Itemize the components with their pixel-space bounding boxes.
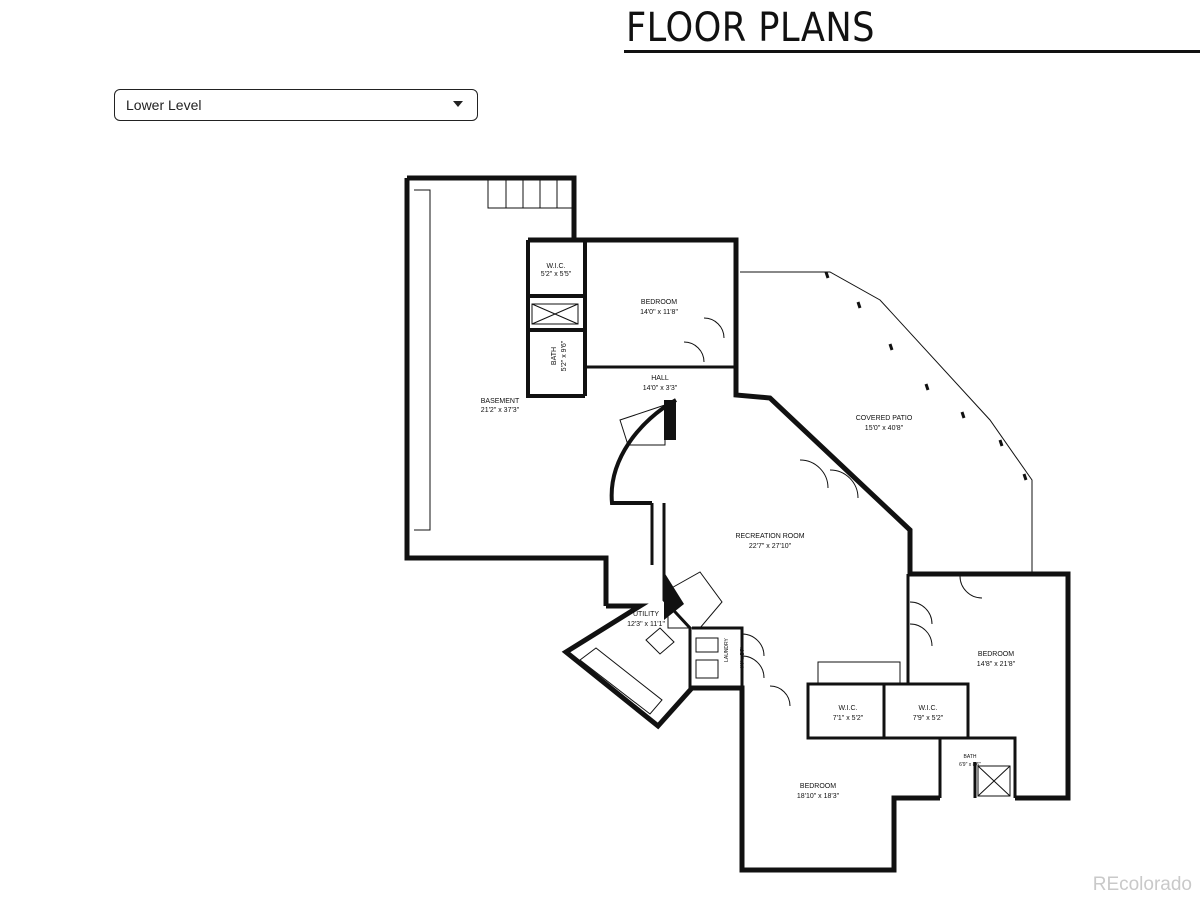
hall-label: HALL [651,375,669,382]
utility-label: UTILITY [633,611,659,618]
basement-label: BASEMENT [481,398,520,405]
bedroom-size: 18'10" x 18'3" [797,793,840,800]
wic-size: 5'2" x 5'5" [541,271,572,278]
basement-walls [404,175,609,606]
wic-size: 7'1" x 5'2" [833,715,864,722]
page-title: FLOOR PLANS [626,5,875,51]
wic-label: W.I.C. [918,705,937,712]
bedroom-label: BEDROOM [641,299,677,306]
basement-size: 21'2" x 37'3" [481,407,520,414]
covered-patio-size: 15'0" x 40'8" [865,425,904,432]
covered-patio-label: COVERED PATIO [856,415,913,422]
title-underline [624,50,1200,53]
bath-label: BATH [551,347,558,365]
wic-size: 7'9" x 5'2" [913,715,944,722]
bath-label: BATH [964,754,977,760]
closet-walls [526,240,587,398]
utility-walls [561,603,940,873]
bedroom-size: 14'0" x 11'8" [640,309,678,316]
recreation-room-label: RECREATION ROOM [735,533,804,540]
bedroom-label: BEDROOM [800,783,836,790]
utility-size: 12'3" x 11'1" [627,621,665,628]
bedroom-size: 14'8" x 21'8" [977,661,1016,668]
laundry-label: LAUNDRY [724,637,730,661]
hall-size: 14'0" x 3'3" [643,385,678,392]
wic-label: W.I.C. [838,705,857,712]
chevron-down-icon [453,101,463,107]
recreation-room-size: 22'7" x 27'10" [749,543,792,550]
bath-size: 6'9" x 8'6" [959,762,981,768]
wic-label: W.I.C. [546,263,565,270]
bedroom-north-walls [528,237,1071,801]
bedroom-label: BEDROOM [978,651,1014,658]
level-select-dropdown[interactable]: Lower Level [114,89,478,121]
laundry-size: 4'4" x 5'7" [740,647,746,669]
level-select-value: Lower Level [126,97,202,113]
watermark: REcolorado [1092,874,1192,895]
bath-size: 5'2" x 9'6" [561,340,568,371]
